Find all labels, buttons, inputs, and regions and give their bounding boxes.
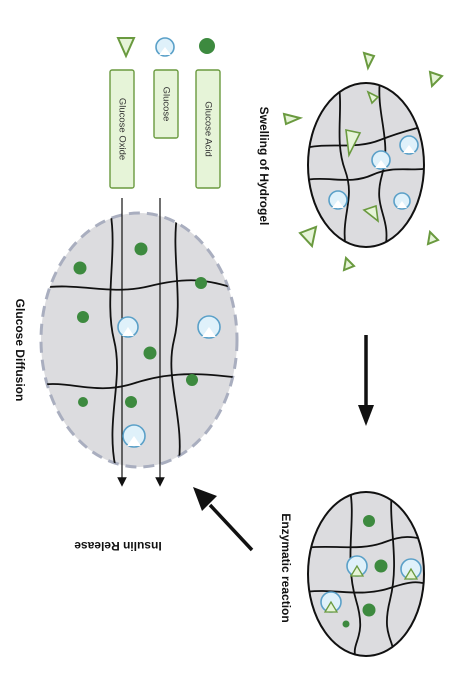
pacman-glucose-icon — [155, 37, 175, 57]
legend: Glucose Oxide Glucose Glucose Acid — [109, 37, 221, 189]
hydrogel-enzymatic — [307, 491, 425, 657]
legend-label-glucose: Glucose — [161, 87, 172, 122]
hydrogel-diffusion — [39, 198, 239, 487]
legend-box-glucose-oxide — [109, 69, 135, 189]
arrow-swelling-to-enzymatic — [358, 335, 374, 426]
green-dot-icon — [199, 38, 215, 54]
glucose-oxide-bound-bot — [320, 555, 422, 613]
glucose-acid-dots-mid — [73, 242, 207, 408]
label-glucose-diffusion: Glucose Diffusion — [13, 299, 27, 402]
label-swelling: Swelling of Hydrogel — [257, 107, 271, 226]
triangle-oxide-inside — [345, 90, 380, 223]
label-enzymatic-reaction: Enzymatic reaction — [279, 513, 293, 622]
triangle-oxide-icon — [116, 37, 136, 59]
glucose-acid-dots-bot — [342, 515, 388, 628]
arrow-enzymatic-to-insulin — [193, 487, 254, 552]
glucose-icons-mid — [117, 315, 221, 448]
legend-label-glucose-oxide: Glucose Oxide — [117, 98, 128, 160]
triangle-oxide-outside — [282, 51, 444, 272]
legend-box-glucose-acid — [195, 69, 221, 189]
label-insulin-release: Insulin Release — [74, 539, 162, 553]
legend-box-glucose — [153, 69, 179, 139]
legend-label-glucose-acid: Glucose Acid — [203, 101, 214, 156]
hydrogel-swollen — [282, 51, 444, 272]
glucose-icons-top — [328, 135, 419, 210]
